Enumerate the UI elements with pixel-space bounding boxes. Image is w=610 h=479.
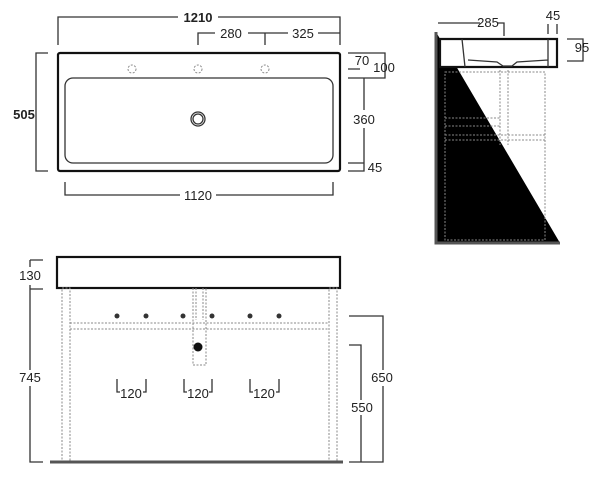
front-view: 120 120 120 130 745 650 550 — [19, 255, 393, 464]
dim-45: 45 — [368, 160, 382, 175]
dim-130: 130 — [19, 268, 41, 283]
dim-1120: 1120 — [184, 188, 212, 203]
dim-95: 95 — [575, 40, 589, 55]
dim-280: 280 — [220, 26, 242, 41]
dim-360: 360 — [353, 112, 375, 127]
dim-650: 650 — [371, 370, 393, 385]
dim-120-right: 120 — [253, 386, 275, 401]
top-view: 1210 280 325 505 70 100 360 45 1120 — [13, 10, 395, 203]
dim-70: 70 — [355, 53, 369, 68]
cabinet-frame — [444, 71, 546, 241]
front-basin-outline — [55, 255, 342, 290]
dim-285: 285 — [477, 15, 499, 30]
dim-325: 325 — [292, 26, 314, 41]
tap-hole-icon — [127, 64, 137, 74]
tap-hole-icon — [193, 64, 203, 74]
towel-rail — [70, 322, 329, 330]
wall-and-floor — [434, 32, 560, 245]
front-drain-pipe — [192, 288, 207, 366]
leg-right — [328, 287, 338, 463]
basin-outline — [64, 77, 334, 164]
drain-outlet-icon — [193, 342, 203, 352]
dim-45-side: 45 — [546, 8, 560, 23]
dim-1210: 1210 — [184, 10, 213, 25]
dim-745: 745 — [19, 370, 41, 385]
dim-100: 100 — [373, 60, 395, 75]
dim-120-center: 120 — [187, 386, 209, 401]
drain-pipe — [445, 70, 545, 145]
dim-505: 505 — [13, 107, 35, 122]
dim-120-left: 120 — [120, 386, 142, 401]
drain-icon — [190, 111, 206, 127]
side-view: 285 45 95 — [434, 8, 589, 245]
tap-hole-icon — [260, 64, 270, 74]
valve-icons — [114, 313, 282, 319]
leg-left — [61, 287, 71, 463]
dim-550: 550 — [351, 400, 373, 415]
